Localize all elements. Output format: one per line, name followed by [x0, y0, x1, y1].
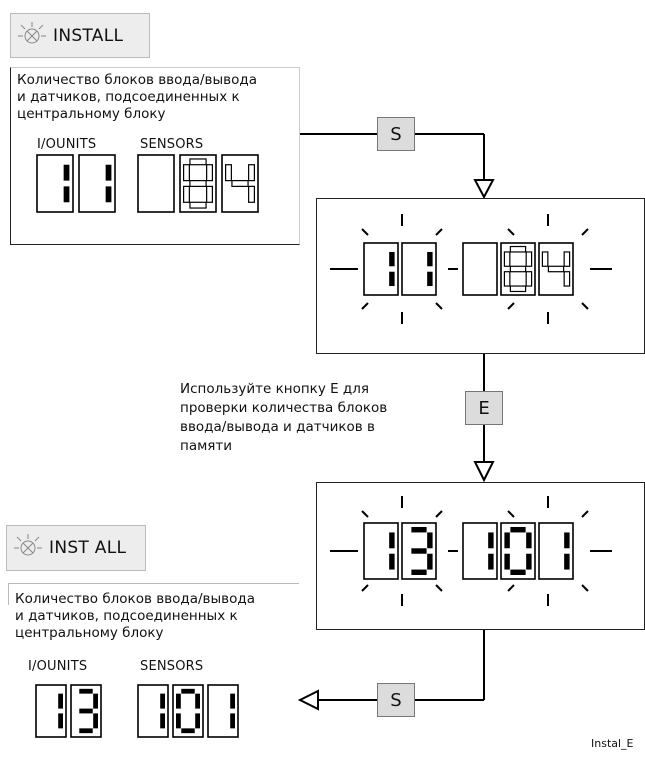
e-key[interactable]: E [465, 391, 503, 425]
sensor-digit-1 [462, 522, 498, 580]
description-line-1: Количество блоков ввода/вывода [15, 591, 255, 607]
blink-rays-sensors [507, 214, 589, 324]
blink-rays-io [361, 496, 443, 606]
sensor-digit-3 [207, 684, 239, 738]
indicator-light-icon [14, 534, 42, 556]
bottom-description-edge [8, 583, 9, 605]
sensor-digit-1 [137, 154, 175, 213]
sensor-digit-1 [137, 684, 169, 738]
inst-all-tag: INST ALL [6, 525, 146, 571]
io-digit-2 [78, 154, 116, 213]
io-digit-1 [363, 522, 399, 580]
io-digit-1 [363, 242, 399, 296]
blink-rays-sensors [507, 496, 589, 606]
sensors-label: SENSORS [140, 137, 204, 152]
sensor-digit-2 [172, 684, 204, 738]
inst-all-tag-text: INST ALL [49, 538, 127, 558]
arrow-heads [297, 179, 495, 711]
install-tag: INSTALL [10, 13, 150, 58]
arrow-down-icon [473, 179, 495, 200]
install-tag-text: INSTALL [53, 25, 124, 46]
io-digit-2 [401, 242, 437, 296]
sensor-digit-2 [500, 522, 536, 580]
description-line-3: центральному блоку [15, 625, 164, 641]
sensor-digit-3 [538, 522, 574, 580]
io-units-label: I/OUNITS [28, 659, 88, 674]
description-line-3: центральному блоку [17, 106, 166, 122]
note-line-3: ввода/вывода и датчиков в [180, 419, 375, 435]
description-line-2: и датчиков, подсоединенных к [15, 608, 238, 624]
sensor-digit-3 [221, 154, 259, 213]
s-key-bottom[interactable]: S [377, 683, 415, 717]
arrow-left-icon [297, 689, 319, 711]
sensor-digit-2 [500, 242, 536, 296]
io-digit-2 [401, 522, 437, 580]
note-line-1: Используйте кнопку Е для [180, 381, 369, 397]
io-digit-1 [36, 154, 74, 213]
sensors-label: SENSORS [140, 659, 204, 674]
flow-connectors [300, 133, 485, 701]
io-units-label: I/OUNITS [37, 137, 97, 152]
indicator-light-icon [18, 21, 46, 43]
description-line-1: Количество блоков ввода/вывода [17, 72, 257, 88]
sensor-digit-2 [179, 154, 217, 213]
bottom-description-rule [8, 583, 299, 584]
s-key-top[interactable]: S [377, 117, 415, 151]
sensor-digit-3 [538, 242, 574, 296]
note-line-4: памяти [180, 438, 233, 454]
io-digit-1 [35, 684, 67, 738]
note-line-2: проверки количества блоков [180, 400, 388, 416]
io-digit-2 [70, 684, 102, 738]
sensor-digit-1 [462, 242, 498, 296]
description-line-2: и датчиков, подсоединенных к [17, 89, 240, 105]
arrow-down-icon [473, 461, 495, 483]
top-description-panel [10, 67, 300, 245]
blink-rays-io [361, 214, 443, 324]
figure-id: Instal_E [591, 737, 634, 750]
